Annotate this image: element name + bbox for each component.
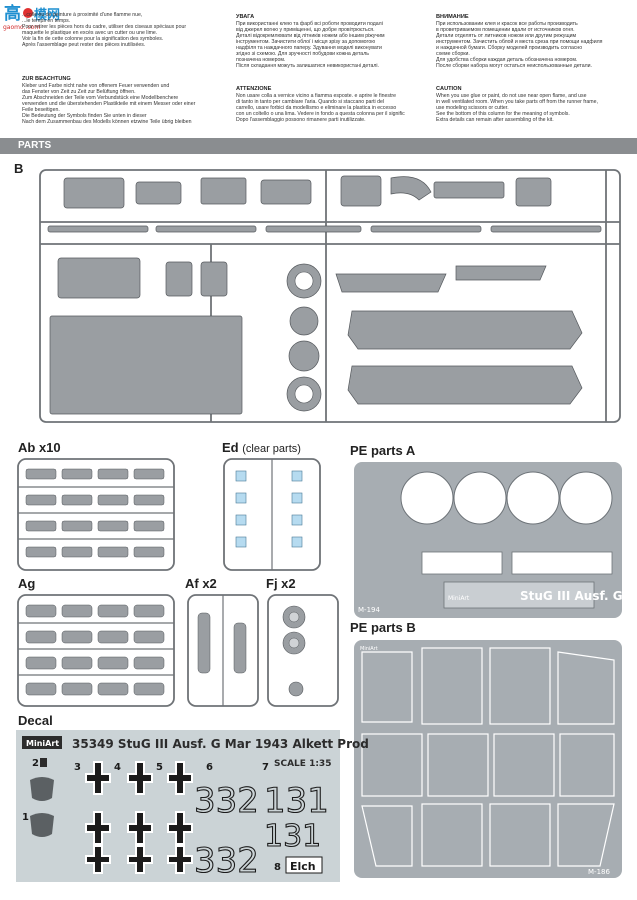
sprue-ed [223,458,321,571]
instructions-it-title: ATTENZIONE [236,86,272,92]
decal-scale: SCALE 1:35 [274,759,331,769]
instructions-ru: При использовании клея и красок все рабо… [436,21,603,69]
instructions-de: Kleber und Farbe nicht nahe von offenem … [22,83,196,125]
sprue-fj [267,594,339,707]
sprue-ab [17,458,175,571]
watermark-dot-icon [23,8,33,18]
instructions-en: When you use glue or paint, do not use n… [436,93,598,123]
section-ed-sub: (clear parts) [242,443,301,455]
watermark-graphic: 高 模网 gaomo..com [3,3,60,31]
watermark-logo: 高 模网 gaomo..com [2,2,64,32]
watermark-url: gaomo..com [3,24,40,31]
instructions-en-title: CAUTION [436,86,462,92]
decal-label-1: 1 [22,812,29,823]
instructions-fr: ...colle ou de peinture à proximité d'un… [22,12,187,48]
pe-b-brand: MiniArt [360,646,378,652]
decal-label-5: 5 [156,762,163,773]
pe-b-code: M-186 [588,868,610,876]
section-ag-title: Ag [18,576,36,591]
decal-label-4: 4 [114,762,121,773]
section-pe-a-title: PE parts A [350,443,416,458]
instructions-ua-title: УВАГА [236,14,255,20]
sprue-af [187,594,259,707]
instructions-ua: При використанні клею та фарб всі роботи… [236,21,385,69]
decal-label-3: 3 [74,762,81,773]
section-decal-title: Decal [18,713,53,728]
sprue-b [39,169,621,423]
pe-parts-b: MiniArt M-186 [354,640,622,878]
section-fj-title: Fj x2 [266,576,296,591]
decal-label-6: 6 [206,762,213,773]
section-ed-label: Ed [222,440,239,455]
instructions-ru-title: ВНИМАНИЕ [436,14,469,20]
decal-label-8: 8 [274,862,281,873]
decal-brand: MiniArt [26,739,59,748]
section-ed-title: Ed (clear parts) [222,440,301,455]
pe-a-code: M-194 [358,606,380,614]
instructions-it: Non usare colla a vernice vicino a fiamm… [236,93,405,123]
section-pe-b-title: PE parts B [350,620,416,635]
pe-parts-a: StuG III Ausf. G MiniArt M-194 [354,462,623,618]
decal-332-large: 332 [194,781,259,821]
section-af-title: Af x2 [185,576,217,591]
decal-332-bottom: 332 [194,841,259,881]
section-b-title: B [14,161,24,176]
decal-label-2: 2 [32,758,39,769]
sprue-ag [17,594,175,707]
decal-131-large: 131 [264,781,329,821]
parts-header-label: PARTS [18,140,52,151]
instructions-de-title: ZUR BEACHTUNG [22,76,71,82]
decal-title: 35349 StuG III Ausf. G Mar 1943 Alkett P… [72,737,369,751]
decal-131-small: 131 [264,819,321,854]
pe-a-brand: MiniArt [448,595,470,602]
decal-elch: Elch [290,860,316,873]
parts-header-bar: PARTS [0,138,637,154]
decal-sheet: MiniArt 35349 StuG III Ausf. G Mar 1943 … [16,730,369,882]
watermark-site: 模网 [34,7,60,23]
watermark-cn: 高 [4,3,21,24]
pe-a-plate-text: StuG III Ausf. G [520,589,623,603]
decal-label-7: 7 [262,762,269,773]
section-ab-title: Ab x10 [18,440,61,455]
